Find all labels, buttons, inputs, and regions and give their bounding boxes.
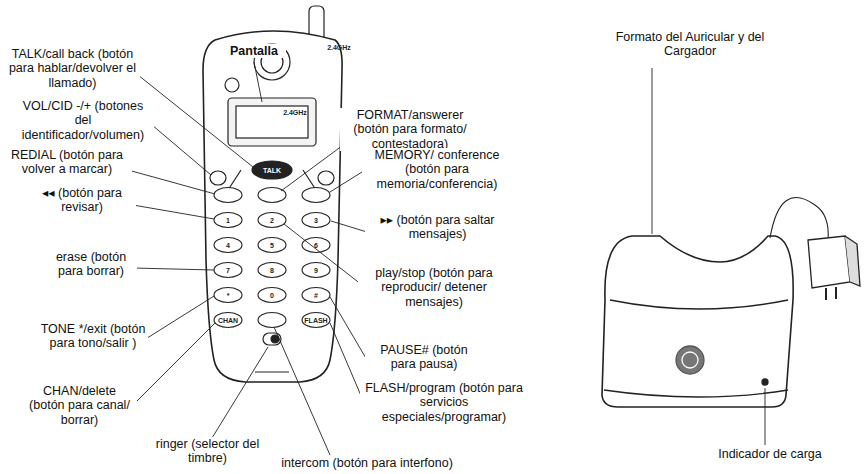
power-cord — [770, 197, 828, 240]
key-legend: CHAN — [213, 317, 243, 324]
charge-indicator — [762, 379, 768, 385]
leader-line — [152, 125, 211, 175]
key-legend: 8 — [257, 267, 287, 274]
keypad-key — [258, 263, 286, 278]
key-legend: 7 — [213, 267, 243, 274]
talk-key — [252, 161, 292, 179]
adapter-prongs — [826, 287, 836, 300]
leader-line — [133, 205, 214, 219]
leader-line — [212, 347, 268, 438]
callout-label: erase (botón para borrar) — [45, 250, 137, 279]
callout-label: ringer (selector del timbre) — [140, 437, 275, 466]
key-legend: 2.4GHz — [280, 109, 310, 116]
callout-label: ▸▸ (botón para saltar mensajes) — [365, 213, 510, 242]
power-adapter — [845, 236, 860, 286]
ge-logo — [225, 78, 239, 92]
leader-line — [138, 75, 253, 167]
key-legend: 6 — [301, 242, 331, 249]
keypad-key — [214, 313, 242, 328]
keypad-key — [258, 313, 286, 328]
keypad-key — [214, 263, 242, 278]
mic-slot — [255, 371, 289, 372]
handset-body — [203, 31, 342, 382]
keypad-key — [302, 238, 330, 253]
key-legend: 3 — [301, 217, 331, 224]
callout-label: Formato del Auricular y del Cargador — [590, 30, 790, 59]
callout-label: FLASH/program (botón para servicios espe… — [360, 381, 528, 424]
leader-line — [133, 268, 214, 270]
charger-edge — [610, 300, 788, 309]
callout-label: play/stop (botón para reproducir/ detene… — [358, 266, 510, 309]
callout-label: PAUSE# (botón para pausa) — [365, 343, 483, 372]
leader-line — [254, 62, 262, 102]
key-legend: FLASH — [301, 317, 331, 324]
key-legend: # — [301, 292, 331, 299]
callout-label: CHAN/delete (botón para canal/ borrar) — [22, 384, 137, 427]
leader-line — [128, 170, 215, 194]
leader-line — [331, 221, 367, 232]
leader-line — [284, 224, 362, 285]
keypad — [214, 188, 330, 328]
keypad-key — [258, 188, 286, 203]
callout-label: REDIAL (botón para volver a marcar) — [2, 148, 132, 177]
keypad-key — [258, 288, 286, 303]
callout-label: TALK/call back (botón para hablar/devolv… — [5, 47, 140, 90]
keypad-key — [214, 188, 242, 203]
display — [228, 98, 316, 146]
callout-label: FORMAT/answerer (botón para formato/ con… — [340, 108, 480, 151]
charger-base — [602, 236, 793, 407]
key-legend: 0 — [257, 292, 287, 299]
key-legend: * — [213, 292, 243, 299]
leader-line — [330, 323, 362, 398]
keypad-key — [302, 263, 330, 278]
keypad-key — [214, 213, 242, 228]
leader-line — [144, 296, 214, 340]
leader-line — [330, 172, 362, 192]
keypad-key — [302, 288, 330, 303]
charger — [602, 197, 860, 407]
keypad-key — [302, 313, 330, 328]
callout-label: intercom (botón para interfono) — [262, 456, 472, 470]
power-adapter — [808, 236, 850, 288]
keypad-key — [258, 238, 286, 253]
callout-label: ◂◂ (botón para revisar) — [28, 186, 136, 215]
leader-lines — [128, 62, 765, 455]
callout-label: VOL/CID -/+ (botones del identificador/v… — [12, 99, 154, 142]
leader-line — [652, 68, 653, 234]
ge-logo — [682, 352, 698, 368]
callout-label: TONE */exit (botón para tono/salir ) — [38, 322, 148, 351]
keypad-key — [258, 213, 286, 228]
key-legend: TALK — [257, 167, 287, 174]
keypad-key — [214, 238, 242, 253]
key-legend: 2.4GHz — [324, 44, 354, 51]
callout-label: Pantalla — [222, 44, 286, 58]
callout-label: MEMORY/ conference (botón para memoria/c… — [362, 148, 512, 191]
keypad-key — [214, 288, 242, 303]
keypad-key — [302, 213, 330, 228]
vol-minus-key — [210, 171, 226, 185]
leader-line — [765, 388, 766, 445]
vol-plus-key — [318, 171, 334, 185]
ge-logo — [676, 346, 704, 374]
key-legend: 5 — [257, 242, 287, 249]
keypad-key — [302, 188, 330, 203]
key-legend: 1 — [213, 217, 243, 224]
key-legend: 2 — [257, 217, 287, 224]
charger-foot — [604, 390, 788, 397]
ringer-switch — [263, 333, 281, 345]
key-legend: 4 — [213, 242, 243, 249]
handset — [203, 6, 342, 382]
leader-line — [274, 327, 330, 455]
key-legend: 9 — [301, 267, 331, 274]
callout-label: Indicador de carga — [700, 447, 840, 461]
